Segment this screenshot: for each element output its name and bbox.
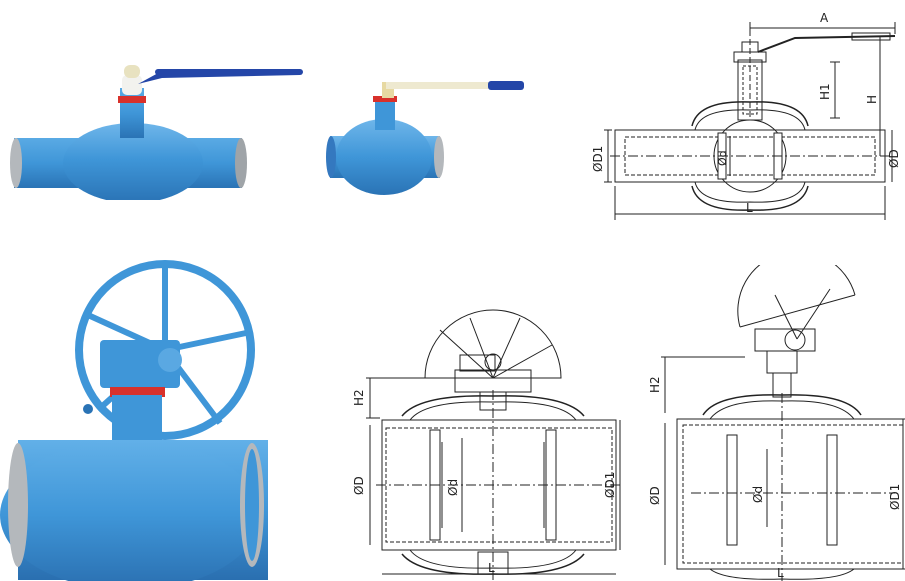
red-collar xyxy=(118,96,146,103)
dim-label-L: L xyxy=(746,201,753,215)
valve-ball-body xyxy=(0,440,260,581)
gear-valve-drawing-full-bore: H2 ØD Ød ØD1 L xyxy=(352,309,621,581)
dim-label-L: L xyxy=(777,566,784,580)
valve-ball-body xyxy=(336,119,432,195)
dim-label-D1: ØD1 xyxy=(591,146,605,172)
dim-label-D: ØD xyxy=(352,476,366,495)
dim-label-D1: ØD1 xyxy=(888,484,902,510)
dim-label-D: ØD xyxy=(648,486,662,505)
gear-valve-drawing-reduced-bore: H2 ØD Ød ØD1 L xyxy=(648,265,905,581)
compact-ball-valve-photo xyxy=(326,81,524,195)
dim-label-H: H xyxy=(865,95,879,104)
lever-handle xyxy=(488,81,524,90)
dim-label-D1: ØD1 xyxy=(603,472,617,498)
dim-label-A: A xyxy=(820,11,829,25)
red-collar xyxy=(373,96,397,102)
dim-label-L: L xyxy=(488,561,495,575)
lever-valve-drawing: A H1 H ØD1 Ød ØD L xyxy=(591,11,901,220)
valve-stem xyxy=(375,100,395,130)
dim-label-H2: H2 xyxy=(352,389,366,406)
ball-valve-lever-photo xyxy=(10,65,303,200)
handwheel xyxy=(75,260,255,440)
dim-label-D: ØD xyxy=(887,149,901,168)
gear-operated-valve-photo xyxy=(0,260,268,581)
dim-label-H1: H1 xyxy=(818,83,832,100)
valve-stem xyxy=(120,88,144,138)
dim-label-H2: H2 xyxy=(648,376,662,393)
dim-label-d: Ød xyxy=(446,479,460,496)
dim-label-d: Ød xyxy=(716,150,729,166)
gearbox xyxy=(100,340,180,388)
valve-stem xyxy=(112,395,162,440)
dim-label-d: Ød xyxy=(751,486,765,503)
valve-ball-body xyxy=(63,123,203,200)
